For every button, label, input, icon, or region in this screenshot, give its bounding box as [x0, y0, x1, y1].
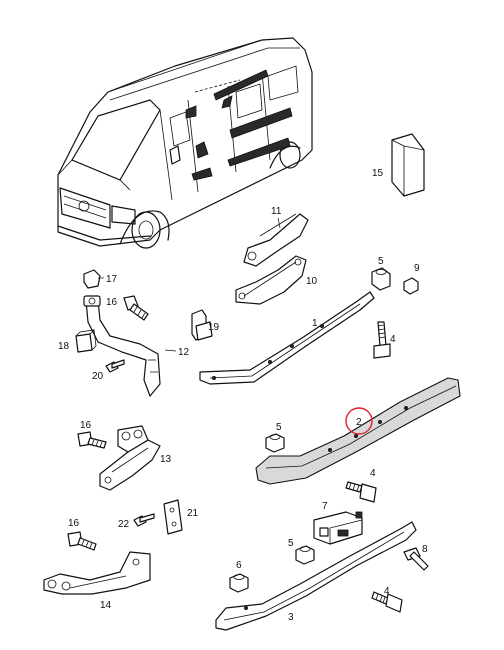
part-12-roller-bracket: 12 [83, 295, 190, 397]
callout-7: 7 [322, 501, 328, 512]
callout-20: 20 [92, 371, 104, 382]
part-6-nut: 6 [229, 560, 249, 593]
callout-4c: 4 [384, 586, 390, 597]
callout-9: 9 [414, 263, 420, 274]
part-20-screw: 20 [92, 359, 125, 382]
part-4-bolt-middle: 4 [345, 468, 377, 503]
part-5-nut-lower: 5 [288, 538, 315, 565]
part-16-bolt-top: 16 [106, 295, 149, 321]
callout-4b: 4 [370, 468, 376, 479]
part-5-nut-middle: 5 [265, 422, 285, 453]
callout-19: 19 [208, 322, 220, 333]
part-13-roller-arm: 13 [99, 425, 172, 491]
part-2-middle-rail: 2 [255, 377, 461, 485]
callout-17: 17 [106, 274, 118, 285]
part-16-bolt-middle: 16 [77, 420, 107, 449]
part-4-bolt-lower: 4 [371, 586, 403, 613]
callout-16b: 16 [80, 420, 92, 431]
callout-15: 15 [372, 168, 384, 179]
callout-22: 22 [118, 519, 130, 530]
van-illustration [57, 37, 313, 249]
callout-16c: 16 [68, 518, 80, 529]
callout-4a: 4 [390, 334, 396, 345]
callout-14: 14 [100, 600, 112, 611]
part-15-bump-stop: 15 [372, 133, 425, 197]
part-11-upper-bracket: 11 [243, 206, 309, 267]
part-3-lower-rail: 3 [215, 521, 417, 631]
part-5-nut-top: 5 [371, 256, 391, 291]
part-19-guide-block: 19 [191, 309, 220, 341]
callout-16a: 16 [106, 297, 118, 308]
part-7-roller-carriage: 7 [313, 501, 363, 545]
highlight-circle [345, 407, 373, 435]
callout-6: 6 [236, 560, 242, 571]
callout-1: 1 [312, 318, 318, 329]
callout-8: 8 [422, 544, 428, 555]
part-21-plate: 21 [163, 499, 199, 535]
part-4-bolt-upper: 4 [373, 321, 396, 359]
part-18-spacer: 18 [58, 329, 97, 353]
part-16-bolt-bottom: 16 [67, 518, 97, 551]
callout-18: 18 [58, 341, 70, 352]
part-10-hinge-arm: 10 [235, 255, 318, 305]
callout-2: 2 [356, 417, 362, 428]
callout-21: 21 [187, 508, 199, 519]
callout-11: 11 [271, 206, 282, 217]
callout-10: 10 [306, 276, 318, 287]
callout-5a: 5 [378, 256, 384, 267]
callout-12: 12 [178, 347, 190, 358]
callout-5b: 5 [276, 422, 282, 433]
part-1-upper-rail: 1 [199, 291, 375, 385]
callout-13: 13 [160, 454, 172, 465]
part-14-lower-hinge: 14 [43, 551, 151, 611]
part-17-nut: 17 [83, 269, 118, 289]
part-9-clip: 9 [403, 263, 420, 295]
callout-5c: 5 [288, 538, 294, 549]
callout-3: 3 [288, 612, 294, 623]
part-22-screw: 22 [118, 513, 155, 530]
part-8-clip: 8 [403, 544, 429, 571]
